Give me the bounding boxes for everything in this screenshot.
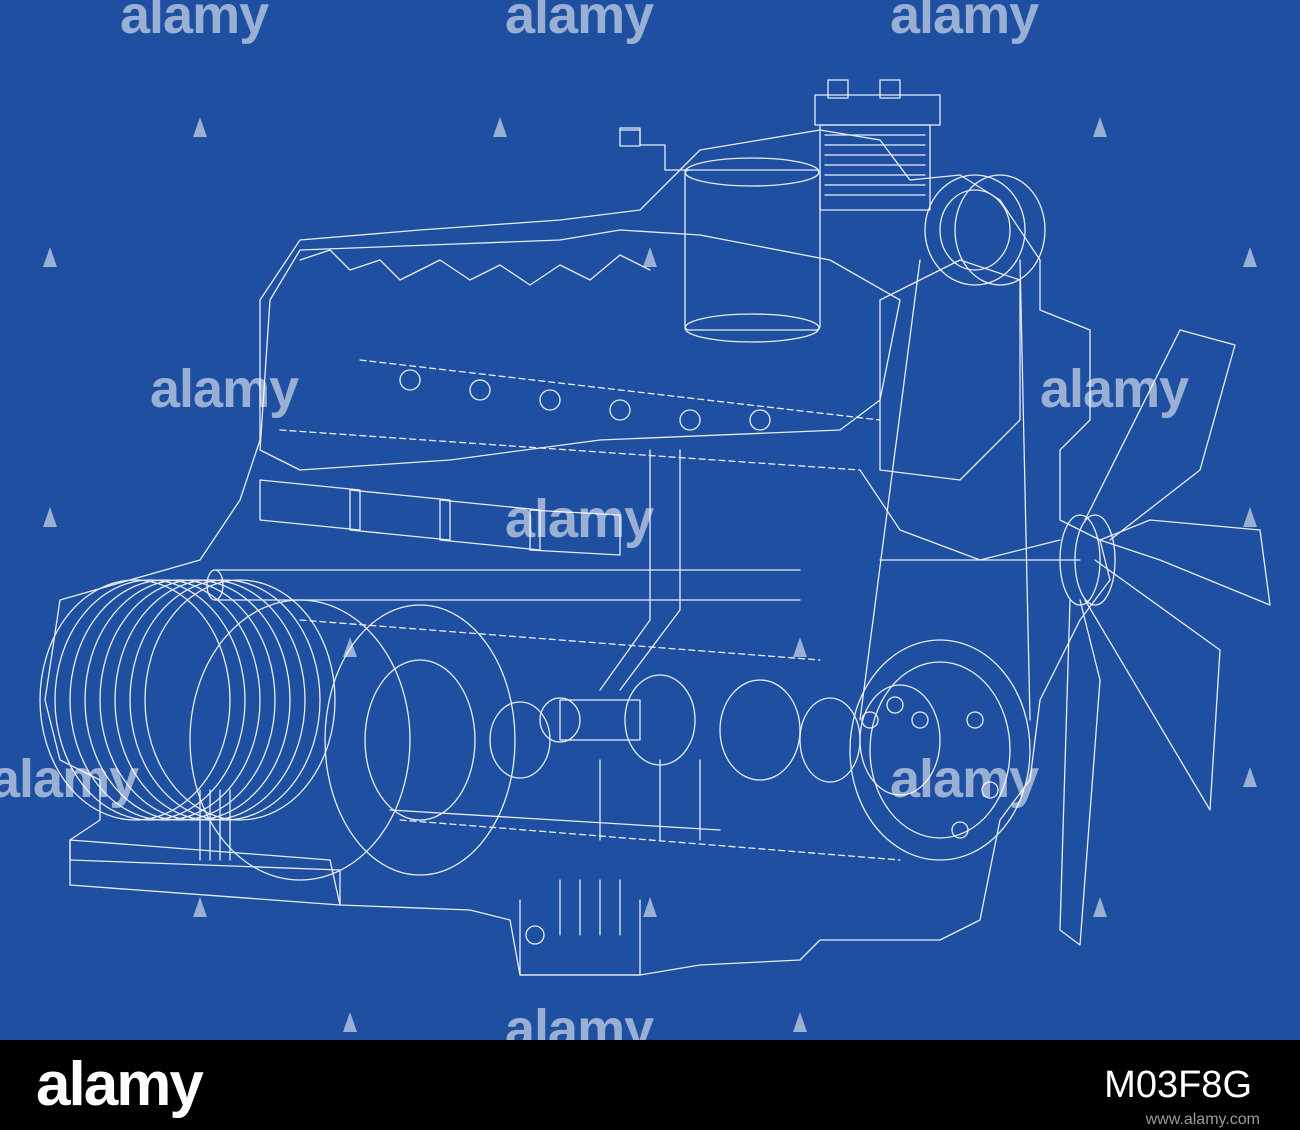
watermark-mark-icon [43, 507, 57, 527]
engine-blueprint-image: alamy alamy alamy alamy alamy alamy alam… [0, 0, 1300, 1040]
watermark-mark-icon [43, 247, 57, 267]
watermark-text: alamy [0, 749, 139, 809]
watermark-mark-icon [643, 897, 657, 917]
watermark-mark-icon [493, 117, 507, 137]
image-id: M03F8G [1104, 1064, 1252, 1106]
watermark-mark-icon [1243, 247, 1257, 267]
watermark-mark-icon [1093, 117, 1107, 137]
watermark-mark-icon [193, 117, 207, 137]
watermark-text: alamy [1040, 359, 1189, 419]
watermark-mark-icon [643, 247, 657, 267]
watermark-mark-icon [193, 897, 207, 917]
watermark-text: alamy [890, 749, 1039, 809]
footer-bar: alamy M03F8G www.alamy.com [0, 1040, 1300, 1130]
watermark-mark-icon [793, 1012, 807, 1032]
watermark-text: alamy [505, 999, 654, 1040]
watermark-text: alamy [120, 0, 269, 45]
watermark-text: alamy [505, 489, 654, 549]
watermark-text: alamy [505, 0, 654, 45]
watermark-mark-icon [793, 637, 807, 657]
watermark-mark-icon [343, 1012, 357, 1032]
engine-wireframe-drawing [39, 79, 1271, 976]
alamy-logo[interactable]: alamy [36, 1050, 204, 1119]
watermark-mark-icon [1093, 897, 1107, 917]
watermark-text: alamy [150, 359, 299, 419]
watermark-mark-icon [343, 637, 357, 657]
watermark-text: alamy [890, 0, 1039, 45]
watermark-mark-icon [1243, 767, 1257, 787]
site-url[interactable]: www.alamy.com [1145, 1111, 1260, 1128]
watermark-mark-icon [1243, 507, 1257, 527]
